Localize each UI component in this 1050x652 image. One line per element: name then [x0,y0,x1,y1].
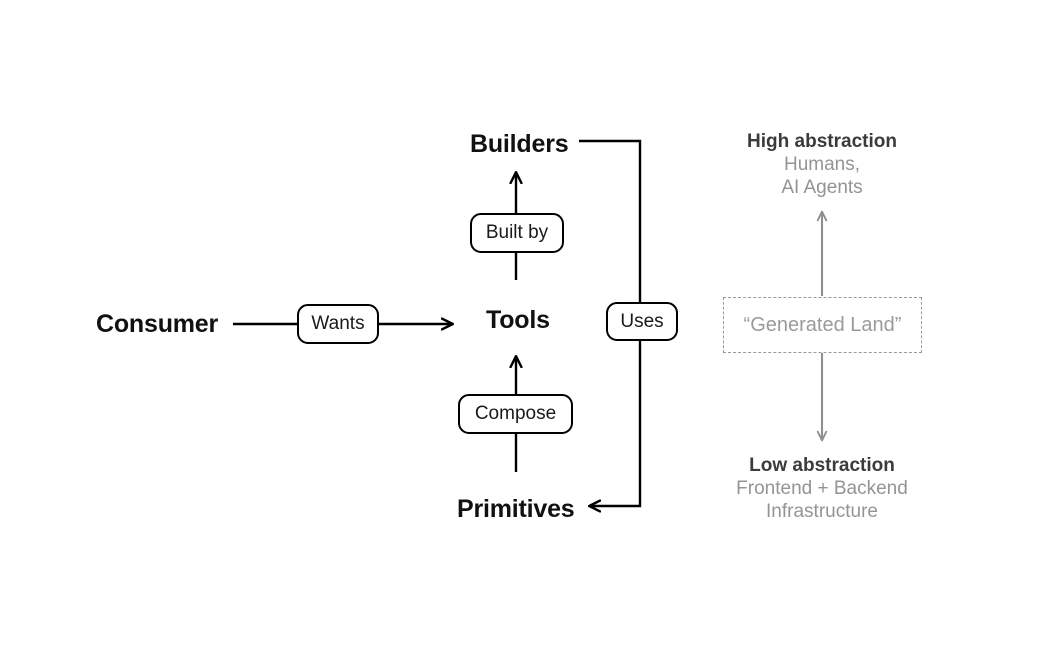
generated-land-box: “Generated Land” [723,297,922,353]
node-consumer: Consumer [96,310,219,338]
low-abstraction-line-2: Infrastructure [766,501,878,523]
edge-label-uses[interactable]: Uses [606,302,678,341]
edge-label-wants[interactable]: Wants [297,304,379,344]
node-primitives: Primitives [457,495,575,523]
high-abstraction-line-2: AI Agents [781,177,863,199]
low-abstraction-group: Low abstraction Frontend + Backend Infra… [672,454,972,524]
low-abstraction-title: Low abstraction [749,455,895,476]
edge-uses-to-primitives [590,340,642,506]
high-abstraction-title: High abstraction [747,131,897,152]
high-abstraction-group: High abstraction Humans, AI Agents [672,130,972,200]
node-tools: Tools [486,306,550,334]
low-abstraction-line-1: Frontend + Backend [736,478,908,500]
edge-label-compose[interactable]: Compose [458,394,573,434]
edge-builders-to-uses [579,139,642,303]
edge-label-built-by[interactable]: Built by [470,213,564,253]
high-abstraction-line-1: Humans, [783,154,861,176]
node-builders: Builders [470,130,569,158]
